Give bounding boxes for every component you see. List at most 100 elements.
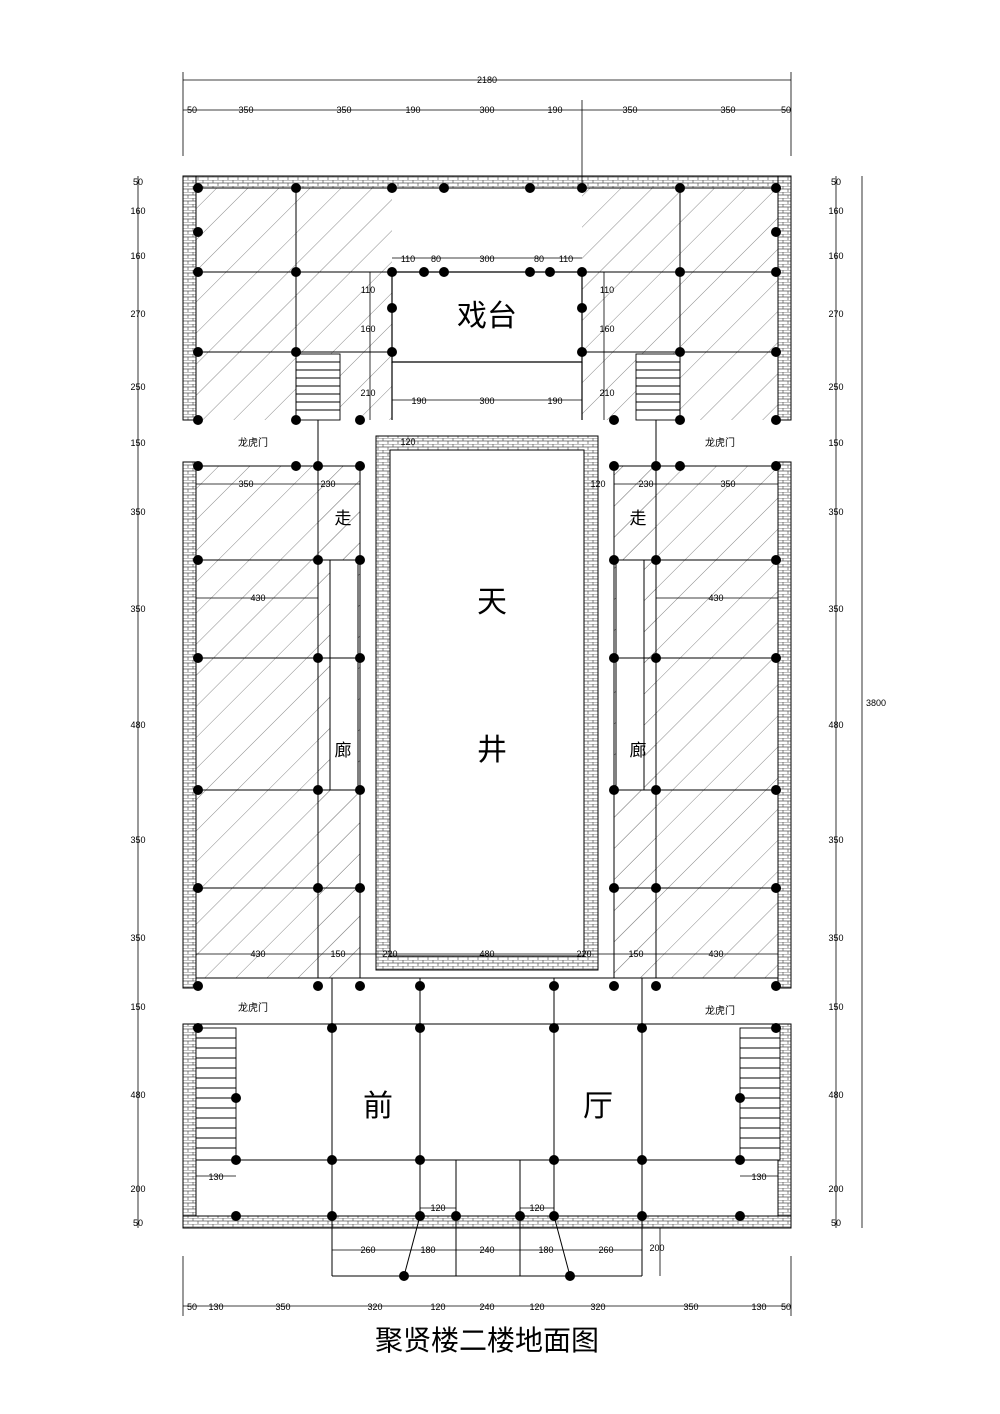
dim-bottom-10: 50	[781, 1302, 791, 1312]
column-dot	[577, 267, 587, 277]
brick-walls	[182, 175, 792, 1229]
dim-stage-bottom-2: 190	[547, 396, 562, 406]
dim-entry-bottom-3: 180	[538, 1245, 553, 1255]
column-dot	[675, 267, 685, 277]
dim-stage-bottom-1: 300	[479, 396, 494, 406]
column-dot	[771, 785, 781, 795]
column-dot	[313, 981, 323, 991]
column-dot	[609, 461, 619, 471]
dim-top-5: 190	[547, 105, 562, 115]
plan-title: 聚贤楼二楼地面图	[375, 1324, 599, 1357]
column-dot	[609, 415, 619, 425]
column-dot	[415, 1023, 425, 1033]
label-stage: 戏台	[457, 299, 517, 334]
column-dot	[637, 1211, 647, 1221]
dim-left-0: 50	[133, 177, 143, 187]
column-dot	[771, 227, 781, 237]
label-right-corridor-1: 走	[630, 509, 647, 529]
room-labels: 戏台 天 井 走 廊 走 廊 前 厅 龙虎门 龙虎门 龙虎门 龙虎门	[238, 299, 735, 1124]
dim-courtyard-side: 120	[590, 479, 605, 489]
column-dot	[609, 653, 619, 663]
column-dot	[193, 347, 203, 357]
column-dot	[735, 1211, 745, 1221]
column-dot	[675, 461, 685, 471]
dim-top-7: 350	[720, 105, 735, 115]
dim-bottom-3: 320	[367, 1302, 382, 1312]
dim-bottom-9: 130	[751, 1302, 766, 1312]
column-dot	[415, 981, 425, 991]
dim-right-13: 200	[828, 1184, 843, 1194]
dim-entry-top-left: 120	[430, 1203, 445, 1213]
column-dot	[193, 1023, 203, 1033]
column-dot	[355, 461, 365, 471]
dim-stage-top-3: 80	[534, 254, 544, 264]
column-dot	[651, 785, 661, 795]
dim-right-8: 480	[828, 720, 843, 730]
column-dot	[771, 183, 781, 193]
dim-top-0: 50	[187, 105, 197, 115]
dim-entry-bottom-2: 240	[479, 1245, 494, 1255]
column-dot	[771, 461, 781, 471]
column-dot	[735, 1093, 745, 1103]
column-dot	[609, 555, 619, 565]
dim-top-3: 190	[405, 105, 420, 115]
column-dot	[327, 1211, 337, 1221]
dim-left-4: 250	[130, 382, 145, 392]
dim-wing-bottom-2: 220	[382, 949, 397, 959]
dim-wing-bottom-6: 430	[708, 949, 723, 959]
dim-right-14: 50	[831, 1218, 841, 1228]
column-dot	[525, 183, 535, 193]
dim-right-5: 150	[828, 438, 843, 448]
column-dot	[291, 267, 301, 277]
dim-wing-mid-right: 430	[708, 593, 723, 603]
column-dot	[609, 981, 619, 991]
column-dot	[399, 1271, 409, 1281]
column-dot	[313, 461, 323, 471]
column-dot	[577, 347, 587, 357]
column-dot	[291, 461, 301, 471]
column-dot	[609, 785, 619, 795]
dim-entry-bottom-1: 180	[420, 1245, 435, 1255]
column-dot	[355, 653, 365, 663]
dim-wing-left-0: 350	[238, 479, 253, 489]
dim-top-6: 350	[622, 105, 637, 115]
column-dot	[355, 785, 365, 795]
dim-entry-bottom-4: 260	[598, 1245, 613, 1255]
column-dot	[387, 303, 397, 313]
dim-wing-bottom-3: 480	[479, 949, 494, 959]
label-left-corridor-1: 走	[335, 509, 352, 529]
dim-wing-mid-left: 430	[250, 593, 265, 603]
column-dot	[771, 415, 781, 425]
dimension-labels: 2180 3800 50 350 350 190 300 190 350 350…	[130, 75, 886, 1312]
dim-left-13: 200	[130, 1184, 145, 1194]
dim-stage-right-1: 160	[599, 324, 614, 334]
dim-left-11: 150	[130, 1002, 145, 1012]
dim-stage-left-2: 210	[360, 388, 375, 398]
dim-bottom-0: 50	[187, 1302, 197, 1312]
column-dot	[675, 183, 685, 193]
column-dot	[193, 785, 203, 795]
dim-top-1: 350	[238, 105, 253, 115]
column-dot	[515, 1211, 525, 1221]
column-dot	[313, 555, 323, 565]
dim-stage-top-4: 110	[559, 254, 573, 264]
dim-right-2: 160	[828, 251, 843, 261]
dim-entry-top-right: 120	[529, 1203, 544, 1213]
dim-hall-left: 130	[208, 1172, 223, 1182]
column-dot	[231, 1211, 241, 1221]
dim-courtyard-top: 120	[400, 437, 415, 447]
dim-stage-top-0: 110	[401, 254, 415, 264]
column-dot	[355, 981, 365, 991]
dim-left-3: 270	[130, 309, 145, 319]
dim-wing-bottom-4: 220	[576, 949, 591, 959]
column-dot	[565, 1271, 575, 1281]
column-dot	[771, 883, 781, 893]
column-dot	[525, 267, 535, 277]
column-dot	[313, 785, 323, 795]
dim-stage-left-1: 160	[360, 324, 375, 334]
dim-wing-right-1: 230	[638, 479, 653, 489]
dim-left-12: 480	[130, 1090, 145, 1100]
column-dot	[231, 1155, 241, 1165]
dim-wing-left-1: 230	[320, 479, 335, 489]
